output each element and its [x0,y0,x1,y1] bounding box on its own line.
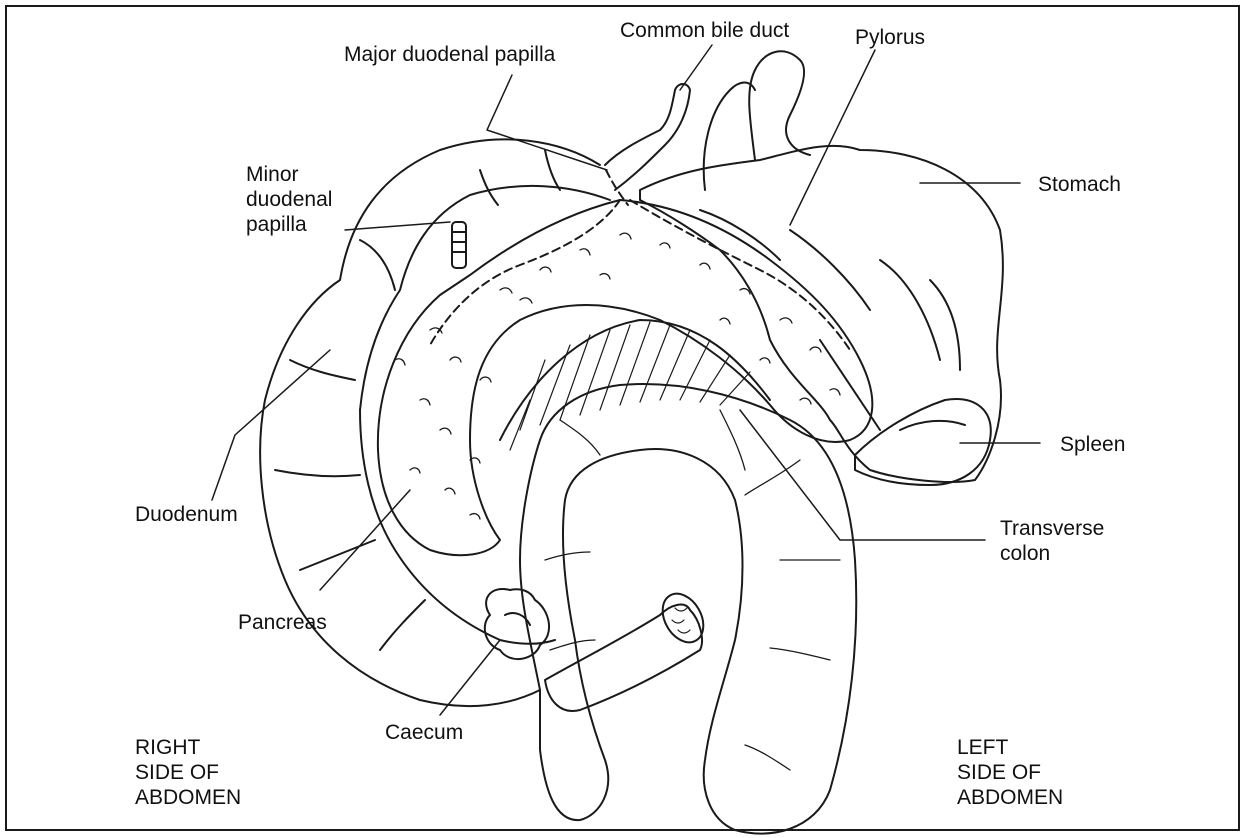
leader-pancreas [320,490,410,590]
stomach-fold [930,280,960,370]
duodenum-fold [545,150,560,190]
duodenum-fold [275,470,360,476]
duodenum-fold [300,540,375,570]
label-pancreas: Pancreas [238,610,327,635]
oesophagus [749,51,810,160]
duodenum-fold [360,240,395,290]
label-left-side-of-abdomen: LEFT SIDE OF ABDOMEN [957,735,1063,810]
leader-duodenum [212,350,330,500]
label-stomach: Stomach [1038,172,1121,197]
leader-caecum [440,640,500,715]
leader-common-bile-duct [680,45,712,90]
mesentery-fold [510,322,750,450]
colon-haustra [545,410,840,770]
spleen-inner [900,421,965,430]
label-pylorus: Pylorus [855,25,925,50]
caecum-outline [485,589,549,659]
stomach-fold [880,260,940,360]
pylorus-outline [704,83,755,191]
label-minor-duodenal-papilla: Minor duodenal papilla [246,162,332,237]
ileum [545,605,702,711]
label-transverse-colon: Transverse colon [1000,516,1104,566]
leader-pylorus [790,50,875,225]
minor-papilla-duct [452,222,466,268]
duodenum-fold [380,600,425,650]
duodenum-inner [360,186,610,644]
label-major-duodenal-papilla: Major duodenal papilla [344,42,555,67]
label-duodenum: Duodenum [135,502,238,527]
label-right-side-of-abdomen: RIGHT SIDE OF ABDOMEN [135,735,241,810]
pancreas-texture [395,233,840,519]
stomach-fold [700,210,780,260]
leader-minor-papilla [345,222,450,230]
label-spleen: Spleen [1060,432,1125,457]
duodenum-fold [480,170,498,205]
label-common-bile-duct: Common bile duct [620,18,789,43]
label-caecum: Caecum [385,720,463,745]
common-bile-duct [605,84,690,190]
ileum-lumen [654,586,711,649]
